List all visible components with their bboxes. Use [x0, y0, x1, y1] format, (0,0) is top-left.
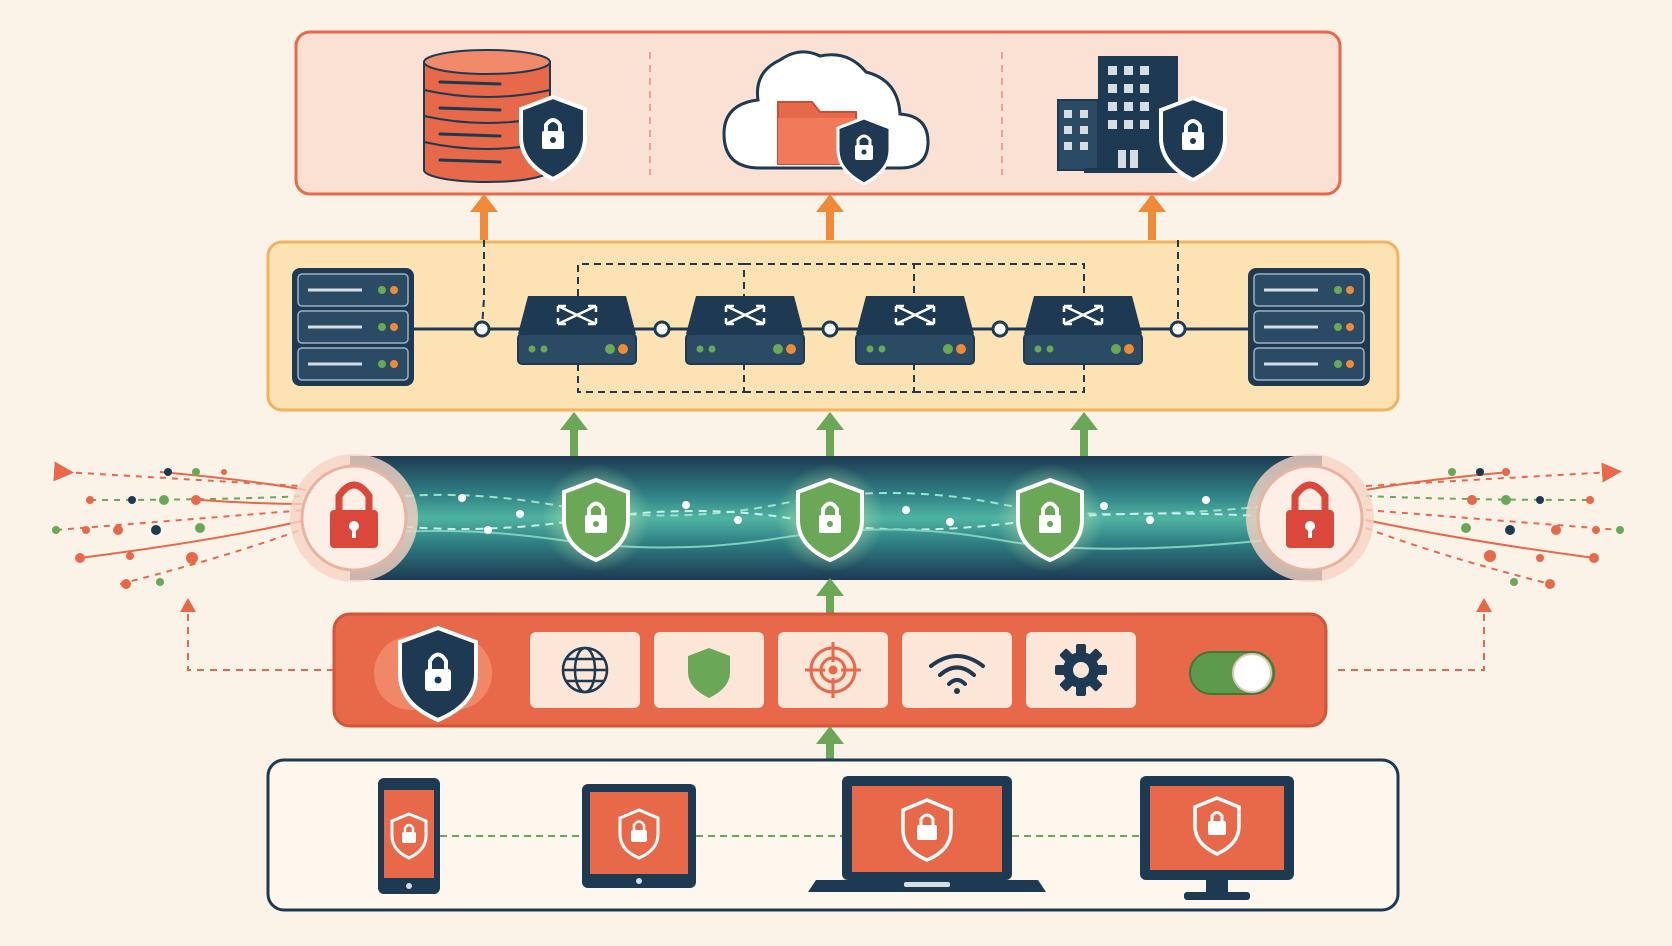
feedback-loop-right	[1338, 604, 1485, 671]
arrow-up-icon	[560, 412, 588, 456]
control-tile-wifi[interactable]	[902, 632, 1012, 708]
shield-lock-icon	[776, 464, 884, 572]
outbound-traffic-lines	[1365, 462, 1622, 585]
shield-lock-icon[interactable]	[374, 625, 492, 723]
wifi-icon	[929, 654, 985, 694]
network-switch-icon	[855, 296, 975, 365]
control-tile-settings[interactable]	[1026, 632, 1136, 708]
inbound-traffic-dots	[52, 468, 227, 589]
server-rack-icon	[1248, 268, 1370, 386]
target-icon	[805, 642, 861, 698]
uplink-arrows-fabric	[560, 412, 1098, 456]
shield-lock-icon	[519, 94, 587, 182]
arrow-up-icon	[1476, 598, 1492, 612]
shield-lock-icon	[618, 808, 660, 860]
toggle-switch-icon[interactable]	[1189, 651, 1275, 695]
server-rack-icon	[292, 268, 414, 386]
control-tile-target[interactable]	[778, 632, 888, 708]
arrow-up-icon	[180, 598, 196, 612]
shield-lock-icon	[390, 812, 428, 860]
globe-icon	[561, 646, 609, 694]
control-tile-globe[interactable]	[530, 632, 640, 708]
arrow-up-icon	[816, 194, 844, 240]
arrow-up-icon	[816, 726, 844, 762]
network-switch-icon	[517, 296, 637, 365]
shield-lock-icon	[542, 464, 650, 572]
layer-endpoint-devices	[266, 758, 1400, 912]
arrow-up-icon	[1070, 412, 1098, 456]
gear-icon	[1055, 644, 1107, 696]
outbound-traffic-dots	[1448, 468, 1624, 589]
uplink-arrows-top	[470, 194, 1166, 240]
network-switch-icon	[1023, 296, 1143, 365]
shield-lock-icon	[836, 116, 892, 186]
layer-data-destinations	[294, 30, 1342, 196]
arrow-up-icon	[470, 194, 498, 240]
padlock-icon	[1246, 454, 1374, 582]
shield-lock-icon	[996, 464, 1104, 572]
control-tile-shield[interactable]	[654, 632, 764, 708]
layer-encrypted-tunnel	[52, 454, 1624, 589]
feedback-loop-left	[187, 604, 334, 671]
network-switch-icon	[685, 296, 805, 365]
inbound-traffic-lines	[53, 461, 307, 585]
arrow-up-icon	[816, 412, 844, 456]
shield-lock-icon	[1159, 95, 1227, 183]
shield-lock-icon	[901, 798, 953, 862]
layer-security-controls	[332, 612, 1328, 728]
arrow-up-icon	[816, 578, 844, 614]
shield-lock-icon	[1193, 796, 1241, 856]
padlock-icon	[290, 454, 418, 582]
layer-network-fabric	[266, 240, 1400, 412]
arrow-up-icon	[1138, 194, 1166, 240]
shield-icon	[688, 648, 730, 698]
